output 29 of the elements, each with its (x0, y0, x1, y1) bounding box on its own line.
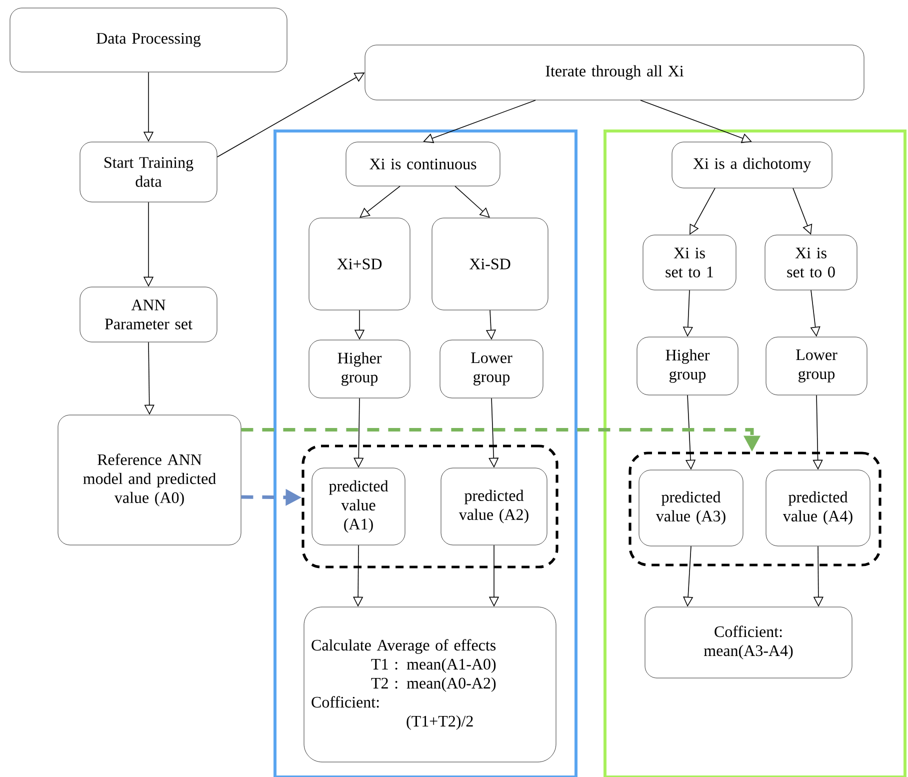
dashed-group-frame (302, 444, 558, 568)
process-box: Lower group (766, 336, 868, 396)
group-frame (604, 130, 906, 777)
process-box: predicted value (A4) (766, 470, 870, 546)
process-box: Higher group (308, 340, 410, 398)
process-box: Cofficient: mean(A3-A4) (644, 606, 852, 678)
process-box: Xi is continuous (346, 142, 500, 186)
process-box: Calculate Average of effects T1 : mean(A1-A0) T2 : mean(A0-A2) Cofficient: (T1+T2)/2 (304, 606, 556, 762)
process-box: Higher group (636, 336, 738, 396)
process-box: Xi+SD (308, 218, 410, 310)
arrow (423, 100, 536, 144)
process-box: Xi is a dichotomy (672, 142, 832, 188)
process-box: Xi is set to 1 (642, 234, 736, 290)
process-box: predicted value (A2) (440, 468, 548, 546)
dashed-group-frame (628, 452, 882, 566)
group-frame (274, 130, 578, 777)
process-box: Iterate through all Xi (364, 44, 864, 100)
process-box: Lower group (440, 340, 544, 398)
process-box: predicted value (A3) (638, 470, 744, 546)
process-box: Reference ANN model and predicted value (A0) (58, 414, 242, 546)
process-box: Data Processing (10, 8, 288, 72)
process-box: Xi-SD (432, 218, 548, 310)
process-box: predicted value (A1) (312, 468, 406, 546)
process-box: ANN Parameter set (80, 286, 218, 342)
process-box: Xi is set to 0 (764, 234, 858, 290)
arrow (360, 186, 400, 218)
arrow (640, 100, 752, 144)
arrow (454, 186, 490, 218)
process-box: Start Training data (80, 142, 218, 202)
